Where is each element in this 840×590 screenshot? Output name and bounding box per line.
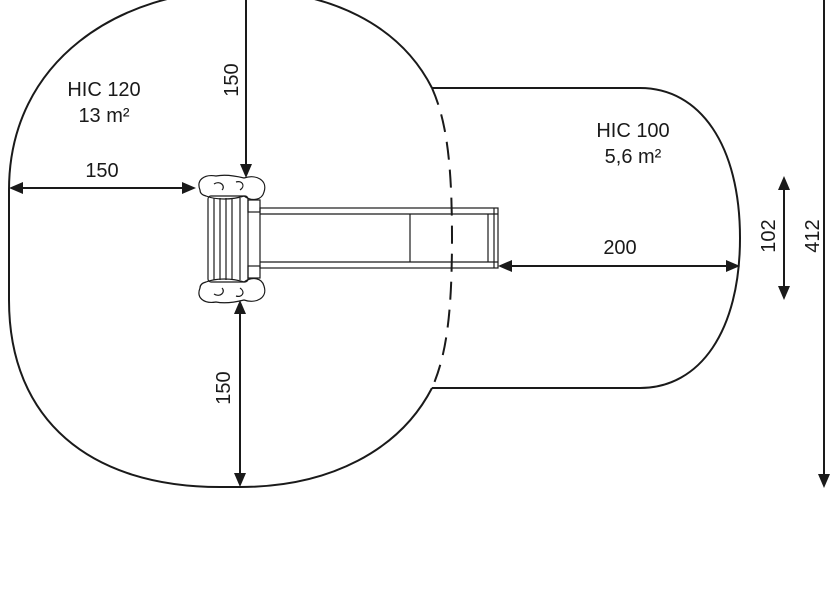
dimension-overall-412 <box>818 0 830 488</box>
dimension-width-102 <box>778 176 790 300</box>
small-zone-name: HIC 100 <box>596 120 669 142</box>
dimension-left-150 <box>9 182 196 194</box>
zone-boundary-dashed <box>431 87 454 389</box>
label-top-150: 150 <box>221 63 243 96</box>
small-zone-outline <box>432 87 742 389</box>
small-zone-area: 5,6 m² <box>605 146 662 168</box>
label-width-102: 102 <box>758 219 780 252</box>
large-zone-area: 13 m² <box>78 105 129 127</box>
slide-equipment <box>198 174 499 304</box>
label-overall-412: 412 <box>802 219 824 252</box>
dimension-run-200 <box>498 260 740 272</box>
label-left-150: 150 <box>85 160 118 182</box>
dimension-top-150 <box>240 0 252 178</box>
label-bottom-150: 150 <box>213 371 235 404</box>
large-zone-outline <box>8 0 433 488</box>
label-run-200: 200 <box>603 237 636 259</box>
large-zone-name: HIC 120 <box>67 79 140 101</box>
dimension-bottom-150 <box>234 300 246 487</box>
